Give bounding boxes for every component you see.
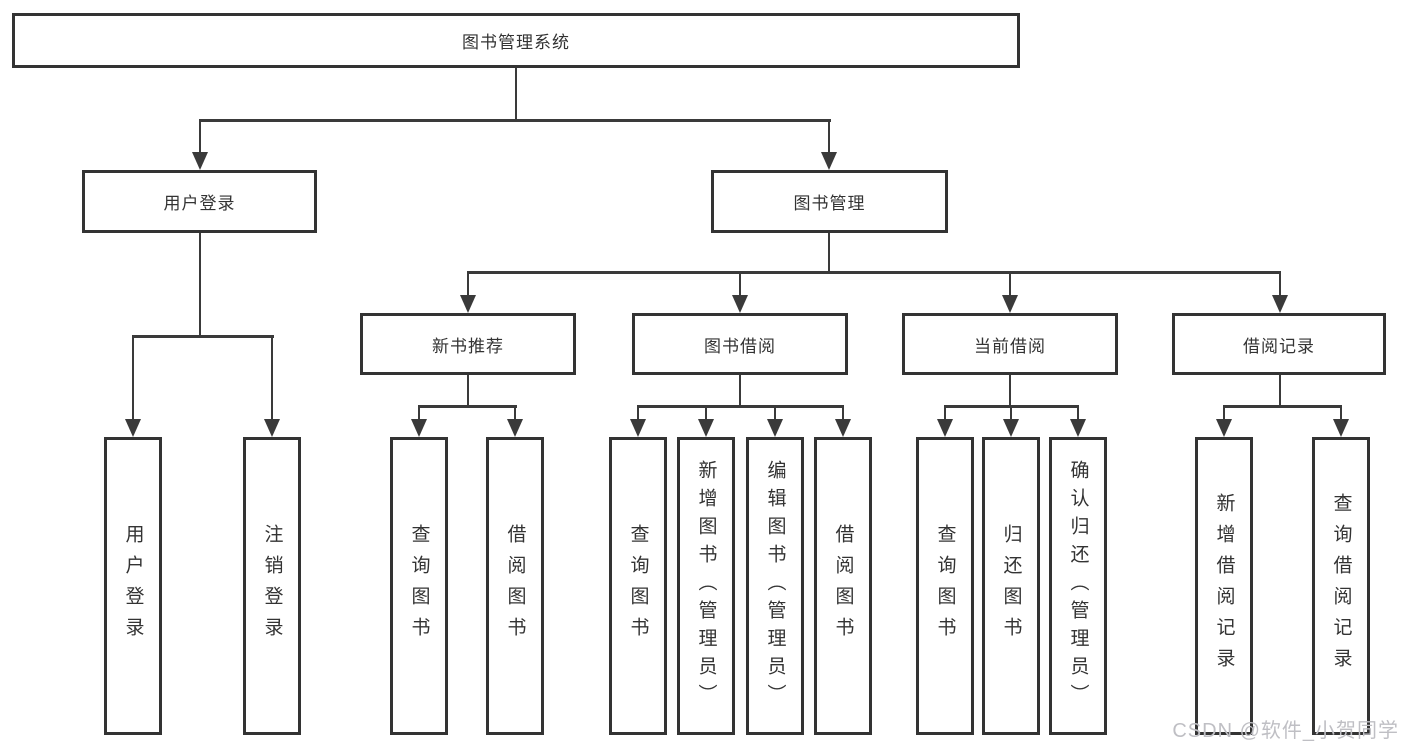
leaf-node-borrow-books-bb: 借阅图书: [814, 437, 872, 735]
leaf-node-user-login: 用户登录: [104, 437, 162, 735]
arrowhead-down-icon: [1002, 295, 1018, 313]
node-book-borrowing: 图书借阅: [632, 313, 848, 375]
arrowhead-down-icon: [460, 295, 476, 313]
connector-book-borrow-hline: [637, 405, 844, 408]
node-label: 当前借阅: [974, 336, 1046, 356]
node-current-borrowing: 当前借阅: [902, 313, 1118, 375]
connector-root-hline: [199, 119, 831, 122]
leaf-node-return-books: 归还图书: [982, 437, 1040, 735]
connector-new-book-rec-hline: [418, 405, 517, 408]
connector-drop-leaf-logout: [271, 335, 273, 421]
connector-drop: [637, 405, 639, 421]
leaf-node-confirm-return-admin: 确认归还（管理员）: [1049, 437, 1107, 735]
node-label: 用户登录: [163, 194, 236, 213]
connector-drop-user-login: [199, 119, 201, 155]
connector-new-book-rec-stem: [467, 375, 469, 408]
leaf-node-logout: 注销登录: [243, 437, 301, 735]
leaf-label: 查询图书: [627, 524, 649, 648]
connector-borrow-records-stem: [1279, 375, 1281, 408]
arrowhead-down-icon: [1272, 295, 1288, 313]
leaf-node-add-books-admin: 新增图书（管理员）: [677, 437, 735, 735]
connector-drop: [1223, 405, 1225, 421]
arrowhead-down-icon: [630, 419, 646, 437]
connector-drop: [418, 405, 420, 421]
connector-drop: [1340, 405, 1342, 421]
connector-drop-current-borrow: [1009, 271, 1011, 299]
node-library-management-system: 图书管理系统: [12, 13, 1020, 68]
node-book-management: 图书管理: [711, 170, 948, 233]
leaf-node-query-books-cb: 查询图书: [916, 437, 974, 735]
node-user-login: 用户登录: [82, 170, 317, 233]
connector-current-borrow-stem: [1009, 375, 1011, 408]
node-borrowing-records: 借阅记录: [1172, 313, 1386, 375]
csdn-watermark: CSDN @软件_小贺同学: [1172, 720, 1399, 742]
leaf-label: 归还图书: [1000, 524, 1022, 648]
node-new-book-recommendation: 新书推荐: [360, 313, 576, 375]
connector-user-login-stem: [199, 233, 201, 337]
connector-drop-borrow-records: [1279, 271, 1281, 299]
node-label: 图书管理: [793, 194, 866, 213]
leaf-label: 新增图书（管理员）: [695, 460, 717, 712]
connector-root-stem: [515, 68, 517, 121]
arrowhead-down-icon: [1070, 419, 1086, 437]
leaf-label: 查询图书: [934, 524, 956, 648]
arrowhead-down-icon: [507, 419, 523, 437]
connector-book-mgmt-hline: [467, 271, 1281, 274]
arrowhead-down-icon: [732, 295, 748, 313]
connector-drop: [774, 405, 776, 421]
leaf-node-add-borrow-record: 新增借阅记录: [1195, 437, 1253, 735]
leaf-node-edit-books-admin: 编辑图书（管理员）: [746, 437, 804, 735]
connector-drop-book-borrow: [739, 271, 741, 299]
arrowhead-down-icon: [1003, 419, 1019, 437]
node-label: 新书推荐: [432, 336, 504, 356]
arrowhead-down-icon: [1333, 419, 1349, 437]
leaf-node-query-books-bb: 查询图书: [609, 437, 667, 735]
connector-drop: [944, 405, 946, 421]
node-label: 借阅记录: [1243, 336, 1315, 356]
leaf-label: 新增借阅记录: [1213, 493, 1235, 679]
connector-drop: [1010, 405, 1012, 421]
arrowhead-down-icon: [821, 152, 837, 170]
leaf-node-borrow-books-rec: 借阅图书: [486, 437, 544, 735]
arrowhead-down-icon: [264, 419, 280, 437]
leaf-label: 查询图书: [408, 524, 430, 648]
connector-drop-leaf-user-login: [132, 335, 134, 421]
connector-borrow-records-hline: [1223, 405, 1342, 408]
connector-drop: [842, 405, 844, 421]
leaf-label: 借阅图书: [504, 524, 526, 648]
arrowhead-down-icon: [937, 419, 953, 437]
arrowhead-down-icon: [1216, 419, 1232, 437]
connector-drop: [1077, 405, 1079, 421]
connector-drop: [705, 405, 707, 421]
arrowhead-down-icon: [835, 419, 851, 437]
connector-drop: [514, 405, 516, 421]
leaf-node-query-borrow-record: 查询借阅记录: [1312, 437, 1370, 735]
arrowhead-down-icon: [125, 419, 141, 437]
leaf-label: 注销登录: [261, 524, 283, 648]
connector-user-login-hline: [132, 335, 274, 338]
connector-drop-new-book-rec: [467, 271, 469, 299]
arrowhead-down-icon: [698, 419, 714, 437]
connector-drop-book-mgmt: [828, 119, 830, 155]
leaf-label: 查询借阅记录: [1330, 493, 1352, 679]
node-label: 图书借阅: [704, 336, 776, 356]
leaf-label: 借阅图书: [832, 524, 854, 648]
leaf-label: 用户登录: [122, 524, 144, 648]
connector-book-mgmt-stem: [828, 233, 830, 273]
node-label: 图书管理系统: [462, 33, 570, 52]
arrowhead-down-icon: [192, 152, 208, 170]
arrowhead-down-icon: [411, 419, 427, 437]
leaf-label: 编辑图书（管理员）: [764, 460, 786, 712]
leaf-label: 确认归还（管理员）: [1067, 460, 1089, 712]
arrowhead-down-icon: [767, 419, 783, 437]
connector-book-borrow-stem: [739, 375, 741, 408]
leaf-node-query-books-rec: 查询图书: [390, 437, 448, 735]
